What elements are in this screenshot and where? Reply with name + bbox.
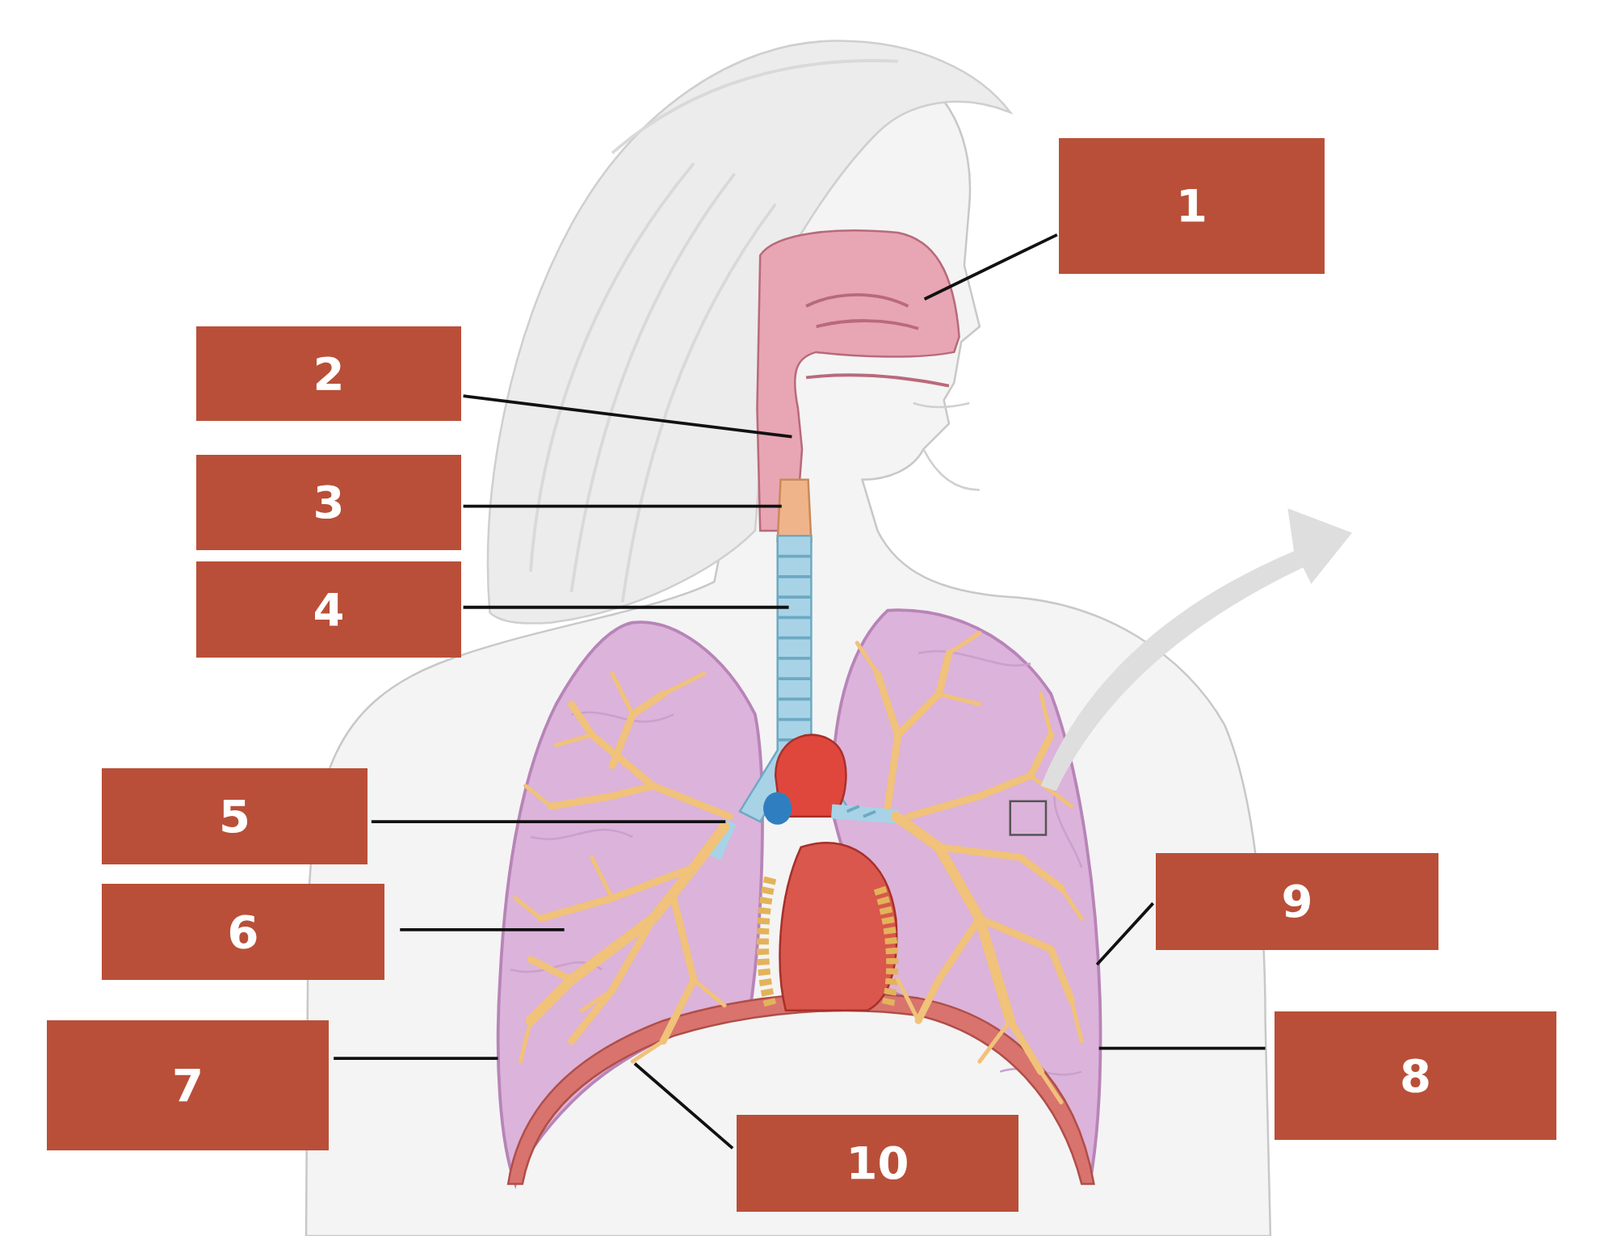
callout-number: 9 [1281,876,1314,927]
right-lung [498,621,763,1184]
callout-box: 7 [46,1020,329,1151]
callout-box: 4 [196,561,462,658]
pulmonary-vessel [763,791,792,824]
face-lines [913,403,980,490]
callout-box: 10 [736,1114,1019,1212]
callout-number: 10 [846,1138,910,1189]
callout-number: 2 [313,348,345,399]
bronchial-tree [515,632,1082,1102]
callout-box: 2 [196,326,462,421]
leader-lines [333,235,1265,1149]
magnify-arrow [1041,508,1353,791]
callout-number: 4 [313,584,345,635]
magnify-frame [1010,801,1046,836]
fat-tissue [762,877,892,1006]
callout-number: 3 [313,477,345,528]
callout-box: 9 [1155,852,1439,950]
callout-box: 8 [1274,1011,1557,1140]
callout-number: 8 [1399,1050,1432,1101]
callout-box: 1 [1058,138,1325,274]
callout-number: 6 [227,907,260,958]
hair [487,41,1011,624]
bronchus-rings [847,806,876,817]
callout-box: 3 [196,454,462,551]
larynx [777,479,812,542]
trachea [739,535,848,822]
nasal-conchae [806,294,950,387]
trachea-rings [777,556,812,740]
callout-number: 5 [218,791,251,842]
callout-box: 5 [101,768,368,865]
callout-number: 1 [1175,180,1208,231]
callout-number: 7 [172,1060,204,1111]
callout-box: 6 [101,883,385,980]
heart [780,842,898,1011]
